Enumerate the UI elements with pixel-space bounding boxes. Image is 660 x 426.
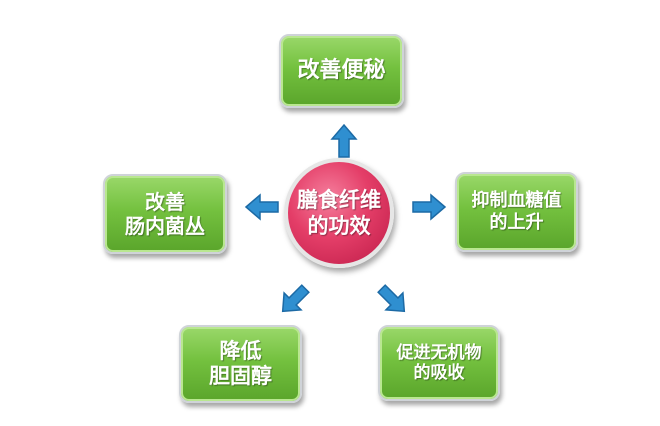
center-label-line1: 膳食纤维 [297,187,381,212]
arrow-left-icon [244,193,279,221]
benefit-box-mineral-absorption: 促进无机物 的吸收 [378,325,500,401]
benefit-box-gut-flora: 改善 肠内菌丛 [103,174,227,254]
benefit-label-line1: 促进无机物 [396,342,482,363]
benefit-label-line1: 降低 [219,338,262,363]
benefit-label-line2: 的吸收 [413,363,465,383]
benefit-label-line2: 胆固醇 [209,364,272,388]
benefit-box-blood-sugar: 抑制血糖值 的上升 [455,172,578,252]
benefit-box-relieve-constipation: 改善便秘 [279,34,404,108]
benefit-box-cholesterol: 降低 胆固醇 [179,325,302,403]
arrow-up-icon [330,123,358,158]
benefit-label: 改善便秘 [297,57,386,83]
benefit-label-line1: 抑制血糖值 [471,190,562,212]
center-label-line2: 的功效 [307,214,371,238]
arrow-down-right-icon [377,284,406,313]
benefit-label-line2: 的上升 [489,212,544,233]
benefit-label-line2: 肠内菌丛 [125,214,205,238]
arrow-down-left-icon [281,284,310,313]
arrow-right-icon [412,193,447,221]
benefit-label-line1: 改善 [145,190,185,214]
center-circle-dietary-fiber: 膳食纤维 的功效 [284,158,394,268]
